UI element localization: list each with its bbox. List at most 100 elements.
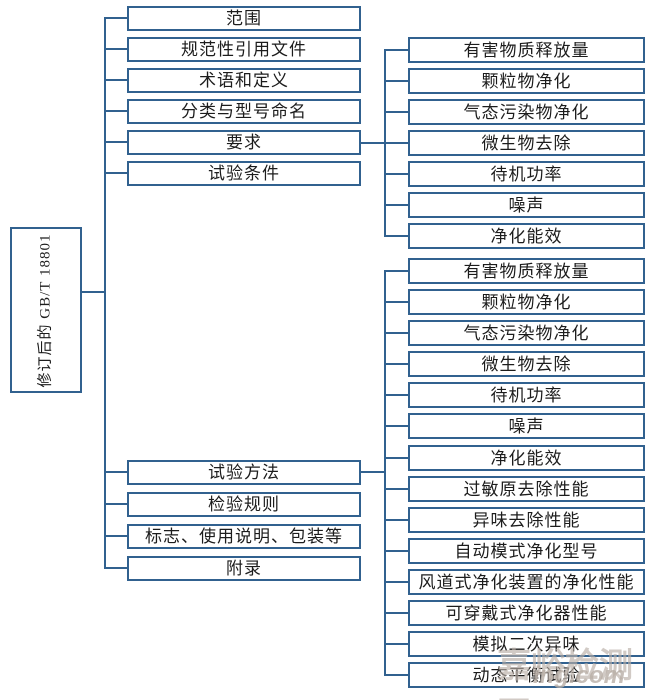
node-label: 范围 <box>226 9 262 28</box>
node-test-conditions: 试验条件 <box>127 161 361 186</box>
trunk-chapters <box>104 17 106 569</box>
node-label: 分类与型号命名 <box>181 102 307 121</box>
connector-line <box>384 173 410 175</box>
node-label: 过敏原去除性能 <box>463 479 590 499</box>
node-label: 规范性引用文件 <box>181 40 307 59</box>
connector-line <box>384 519 410 521</box>
node-inspection-rules: 检验规则 <box>127 492 361 517</box>
connector-line <box>104 48 129 50</box>
node-test-noise: 噪声 <box>408 413 645 439</box>
connector-line <box>384 301 410 303</box>
connector-root <box>81 291 105 293</box>
connector-line <box>384 674 410 676</box>
node-test-microorganism-removal: 微生物去除 <box>408 351 645 377</box>
connector-line <box>104 471 129 473</box>
connector-line <box>384 111 410 113</box>
connector-line <box>384 142 410 144</box>
node-test-dynamic-balance-test: 动态平衡试验 <box>408 662 645 688</box>
connector-line <box>384 581 410 583</box>
node-label: 异味去除性能 <box>472 510 581 530</box>
node-label: 待机功率 <box>490 385 563 405</box>
node-label: 标志、使用说明、包装等 <box>145 527 343 546</box>
node-label: 气态污染物净化 <box>463 323 590 343</box>
connector-line <box>384 643 410 645</box>
node-req-microorganism-removal: 微生物去除 <box>408 130 645 156</box>
root-label: 修订后的 GB/T 18801 <box>37 233 54 387</box>
node-test-purification-energy-efficiency: 净化能效 <box>408 445 645 471</box>
node-label: 有害物质释放量 <box>463 40 590 60</box>
node-label: 可穿戴式净化器性能 <box>445 603 608 623</box>
node-terms-and-definitions: 术语和定义 <box>127 68 361 93</box>
node-test-wearable-purifier-performance: 可穿戴式净化器性能 <box>408 600 645 626</box>
node-label: 有害物质释放量 <box>463 261 590 281</box>
node-label: 动态平衡试验 <box>472 665 581 685</box>
node-test-particulate-purification: 颗粒物净化 <box>408 289 645 315</box>
connector-line <box>384 235 410 237</box>
trunk-test-methods <box>384 270 386 676</box>
node-label: 净化能效 <box>490 448 563 468</box>
connector-line <box>104 535 129 537</box>
node-label: 净化能效 <box>490 226 563 246</box>
node-test-methods: 试验方法 <box>127 460 361 485</box>
node-label: 噪声 <box>508 195 545 215</box>
connector-line <box>384 488 410 490</box>
node-test-allergen-removal-performance: 过敏原去除性能 <box>408 476 645 502</box>
node-label: 待机功率 <box>490 164 563 184</box>
node-label: 颗粒物净化 <box>481 71 572 91</box>
node-root-revised-standard: 修订后的 GB/T 18801 <box>10 227 82 393</box>
node-test-standby-power: 待机功率 <box>408 382 645 408</box>
connector-line <box>384 550 410 552</box>
node-label: 检验规则 <box>208 495 280 514</box>
connector-line <box>384 425 410 427</box>
node-label: 试验方法 <box>208 463 280 482</box>
node-label: 试验条件 <box>208 164 280 183</box>
connector-line <box>104 17 129 19</box>
node-label: 微生物去除 <box>481 354 572 374</box>
connector-line <box>384 612 410 614</box>
node-classification-model-naming: 分类与型号命名 <box>127 99 361 124</box>
node-label: 自动模式净化型号 <box>454 541 599 561</box>
node-label: 微生物去除 <box>481 133 572 153</box>
connector-line <box>104 110 129 112</box>
node-normative-references: 规范性引用文件 <box>127 37 361 62</box>
node-label: 风道式净化装置的净化性能 <box>418 572 635 592</box>
connector-line <box>104 79 129 81</box>
connector-line <box>384 394 410 396</box>
connector-line <box>384 270 410 272</box>
node-test-odor-removal-performance: 异味去除性能 <box>408 507 645 533</box>
connector-line <box>104 141 129 143</box>
connector-line <box>104 172 129 174</box>
node-label: 要求 <box>226 133 262 152</box>
node-appendix: 附录 <box>127 556 361 581</box>
node-label: 模拟二次异味 <box>472 634 581 654</box>
node-req-purification-energy-efficiency: 净化能效 <box>408 223 645 249</box>
node-marking-instructions-packaging: 标志、使用说明、包装等 <box>127 524 361 549</box>
node-req-noise: 噪声 <box>408 192 645 218</box>
node-scope: 范围 <box>127 6 361 31</box>
node-label: 气态污染物净化 <box>463 102 590 122</box>
node-req-standby-power: 待机功率 <box>408 161 645 187</box>
node-req-gaseous-pollutant-purification: 气态污染物净化 <box>408 99 645 125</box>
connector-line <box>384 49 410 51</box>
node-label: 颗粒物净化 <box>481 292 572 312</box>
node-test-duct-type-device-performance: 风道式净化装置的净化性能 <box>408 569 645 595</box>
node-req-hazardous-substance-release: 有害物质释放量 <box>408 37 645 63</box>
node-label: 噪声 <box>508 416 545 436</box>
node-test-gaseous-pollutant-purification: 气态污染物净化 <box>408 320 645 346</box>
node-test-simulated-secondary-odor: 模拟二次异味 <box>408 631 645 657</box>
connector-line <box>384 457 410 459</box>
node-label: 术语和定义 <box>199 71 289 90</box>
node-label: 附录 <box>226 559 262 578</box>
node-test-auto-mode-purification-model: 自动模式净化型号 <box>408 538 645 564</box>
connector-line <box>104 567 129 569</box>
connector-line <box>384 363 410 365</box>
connector-line <box>384 204 410 206</box>
connector-requirements <box>360 142 386 144</box>
connector-line <box>104 503 129 505</box>
node-req-particulate-purification: 颗粒物净化 <box>408 68 645 94</box>
connector-line <box>384 332 410 334</box>
connector-line <box>384 80 410 82</box>
connector-test-methods <box>360 471 386 473</box>
node-test-hazardous-substance-release: 有害物质释放量 <box>408 258 645 284</box>
